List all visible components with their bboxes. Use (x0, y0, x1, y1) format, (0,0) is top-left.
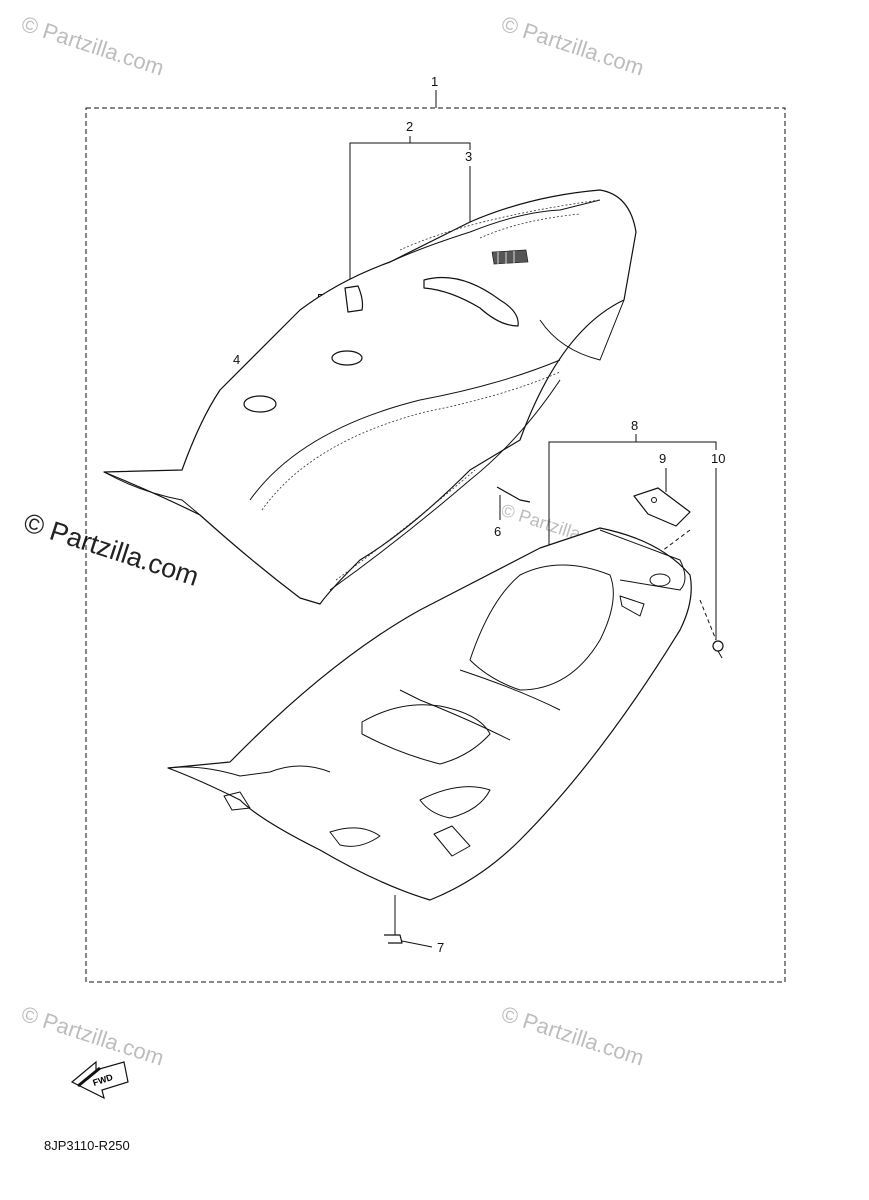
leader-7-horizontal (401, 940, 433, 948)
callout-9[interactable]: 9 (659, 451, 666, 466)
base-rib-2 (459, 669, 561, 711)
watermark-left: © Partzilla.com (20, 507, 202, 592)
callout-4[interactable]: 4 (233, 352, 240, 367)
watermark-bottom-right: © Partzilla.com (498, 1001, 647, 1071)
seat-logo-icon (491, 249, 529, 265)
base-clip-seat (433, 825, 471, 857)
base-hook (619, 595, 645, 617)
base-pad-front (361, 704, 491, 765)
clip-7[interactable] (384, 934, 403, 944)
grab-strap[interactable] (423, 276, 519, 327)
seat-tail-edge (539, 299, 625, 361)
watermark-top-left: © Partzilla.com (18, 11, 167, 81)
callout-1[interactable]: 1 (431, 74, 438, 89)
seat-front-lip (103, 471, 201, 516)
seat-panel-line (249, 359, 561, 501)
callout-6[interactable]: 6 (494, 524, 501, 539)
assembly-frame (85, 107, 786, 983)
seat-stitch-rear (479, 213, 581, 239)
diagram-code: 8JP3110-R250 (44, 1138, 130, 1153)
watermark-bottom-left: © Partzilla.com (18, 1001, 167, 1071)
callout-7[interactable]: 7 (437, 940, 444, 955)
seat-stitch-side (335, 469, 476, 581)
base-rib (399, 689, 511, 741)
bracket-dashed-guide (649, 529, 691, 561)
base-front-recess (329, 827, 381, 847)
seat-tab[interactable] (344, 285, 364, 313)
callout-8[interactable]: 8 (631, 418, 638, 433)
base-side-recess (419, 786, 491, 819)
clip-6[interactable] (496, 486, 531, 503)
base-mount-hole (649, 573, 671, 587)
seat-ridge (389, 199, 601, 263)
bracket-hole (651, 497, 657, 503)
bracket-plate-9[interactable] (633, 487, 691, 527)
callout-3[interactable]: 3 (465, 149, 472, 164)
base-front-lip (167, 765, 331, 777)
seat[interactable] (103, 189, 637, 605)
seat-side-line (329, 379, 561, 591)
base-pad-rear (469, 564, 614, 691)
callout-10[interactable]: 10 (711, 451, 725, 466)
damper-4[interactable] (243, 395, 277, 413)
base-tail-mount (599, 529, 686, 591)
watermark-top-right: © Partzilla.com (498, 11, 647, 81)
fwd-arrow-icon: FWD (70, 1060, 129, 1100)
damper-5[interactable] (331, 350, 363, 366)
seat-base-outline (167, 527, 692, 901)
nut-dashed-guide (699, 599, 717, 641)
seat-base[interactable] (167, 527, 692, 901)
leader-8-bracket (548, 441, 717, 560)
callout-2[interactable]: 2 (406, 119, 413, 134)
base-front-tab (223, 791, 251, 811)
seat-outline (103, 189, 637, 605)
nut-10[interactable] (712, 640, 724, 659)
seat-stitch-top (399, 199, 601, 251)
